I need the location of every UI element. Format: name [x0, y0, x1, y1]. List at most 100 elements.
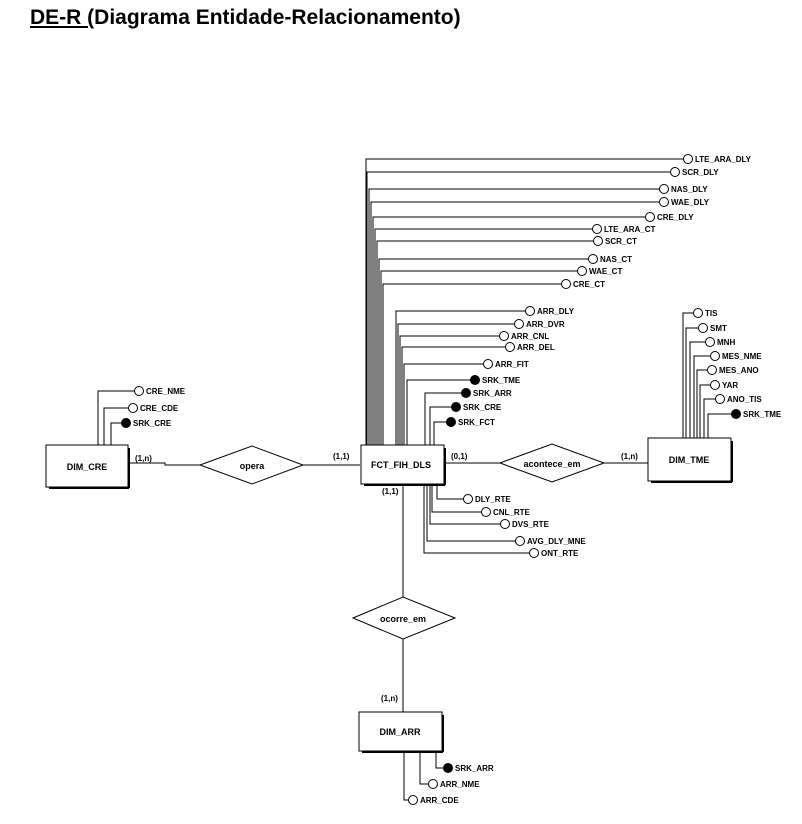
- attribute-label: ANO_TIS: [727, 395, 762, 404]
- attribute-icon: [529, 548, 539, 558]
- attribute-tis[interactable]: TIS: [693, 308, 719, 319]
- attribute-icon: [710, 380, 720, 390]
- attribute-srk-cre[interactable]: SRK_CRE: [121, 418, 172, 429]
- attribute-connector: [685, 327, 699, 438]
- attribute-connector: [370, 201, 660, 445]
- attribute-label: SRK_ARR: [473, 389, 512, 398]
- attribute-mes-ano[interactable]: MES_ANO: [707, 365, 759, 376]
- attribute-connector: [423, 485, 530, 554]
- attribute-srk-arr[interactable]: SRK_ARR: [461, 388, 512, 399]
- attribute-lte-ara-dly[interactable]: LTE_ARA_DLY: [683, 154, 752, 165]
- attribute-group: LTE_ARA_DLY SCR_DLY NAS_DLY WAE_DLY CRE_DLYL…: [121, 154, 782, 806]
- attribute-dly-rte[interactable]: DLY_RTE: [463, 494, 512, 505]
- attribute-connector: [431, 485, 482, 513]
- attribute-srk-fct[interactable]: SRK_FCT: [446, 417, 496, 428]
- attribute-yar[interactable]: YAR: [710, 380, 739, 391]
- attribute-arr-del[interactable]: ARR_DEL: [505, 342, 555, 353]
- key-attribute-icon: [731, 409, 741, 419]
- attribute-scr-ct[interactable]: SCR_CT: [593, 236, 638, 247]
- attribute-ano-tis[interactable]: ANO_TIS: [715, 394, 763, 405]
- key-attribute-icon: [451, 402, 461, 412]
- entity-dim-arr[interactable]: DIM_ARR: [358, 711, 444, 753]
- attribute-icon: [134, 386, 144, 396]
- attribute-arr-cde[interactable]: ARR_CDE: [408, 795, 460, 806]
- attribute-connector: [395, 310, 526, 445]
- key-attribute-icon: [461, 388, 471, 398]
- relationship-opera[interactable]: opera: [198, 445, 305, 485]
- attribute-connector: [380, 270, 578, 445]
- attribute-label: SRK_TME: [743, 410, 782, 419]
- attribute-label: SCR_DLY: [682, 168, 719, 177]
- attribute-label: YAR: [722, 381, 738, 390]
- attribute-icon: [463, 494, 473, 504]
- attribute-connector: [433, 421, 447, 445]
- attribute-arr-fit[interactable]: ARR_FIT: [483, 359, 529, 370]
- entity-label: DIM_CRE: [67, 462, 108, 472]
- attribute-cre-dly[interactable]: CRE_DLY: [645, 212, 695, 223]
- attribute-label: SRK_CRE: [133, 419, 172, 428]
- attribute-connector: [435, 752, 444, 769]
- attribute-ont-rte[interactable]: ONT_RTE: [529, 548, 580, 559]
- attribute-arr-nme[interactable]: ARR_NME: [428, 779, 481, 790]
- attribute-lte-ara-ct[interactable]: LTE_ARA_CT: [592, 224, 656, 235]
- attribute-scr-dly[interactable]: SCR_DLY: [670, 167, 720, 178]
- attribute-icon: [698, 323, 708, 333]
- attribute-wae-dly[interactable]: WAE_DLY: [659, 197, 710, 208]
- attribute-mes-nme[interactable]: MES_NME: [710, 351, 763, 362]
- attribute-srk-tme[interactable]: SRK_TME: [470, 375, 521, 386]
- attribute-avg-dly-mne[interactable]: AVG_DLY_MNE: [515, 536, 587, 547]
- attribute-connector: [403, 752, 409, 801]
- attribute-icon: [710, 351, 720, 361]
- key-attribute-icon: [443, 763, 453, 773]
- attribute-connector: [368, 188, 660, 445]
- cardinality-acontece-fct: (0,1): [451, 452, 468, 461]
- attribute-label: SCR_CT: [605, 237, 637, 246]
- attribute-label: ARR_CDE: [420, 796, 459, 805]
- relationship-label: opera: [240, 461, 266, 471]
- attribute-label: AVG_DLY_MNE: [527, 537, 586, 546]
- attribute-cre-cde[interactable]: CRE_CDE: [128, 403, 179, 414]
- attribute-nas-dly[interactable]: NAS_DLY: [659, 184, 709, 195]
- key-attribute-icon: [446, 417, 456, 427]
- attribute-label: ARR_DEL: [517, 343, 555, 352]
- attribute-label: LTE_ARA_DLY: [695, 155, 752, 164]
- attribute-mnh[interactable]: MNH: [705, 337, 736, 348]
- attribute-label: DVS_RTE: [512, 520, 550, 529]
- attribute-connector: [436, 485, 464, 500]
- key-attribute-icon: [121, 418, 131, 428]
- attribute-label: CRE_NME: [146, 387, 186, 396]
- attribute-connector: [103, 407, 129, 445]
- attribute-icon: [505, 342, 515, 352]
- entity-dim-cre[interactable]: DIM_CRE: [45, 444, 130, 489]
- attribute-label: CNL_RTE: [493, 508, 531, 517]
- attribute-dvs-rte[interactable]: DVS_RTE: [500, 519, 550, 530]
- attribute-connector: [376, 240, 594, 445]
- attribute-icon: [683, 154, 693, 164]
- attribute-srk-cre[interactable]: SRK_CRE: [451, 402, 502, 413]
- attribute-label: MES_ANO: [719, 366, 759, 375]
- attribute-icon: [481, 507, 491, 517]
- attribute-icon: [670, 167, 680, 177]
- attribute-icon: [525, 306, 535, 316]
- attribute-arr-dly[interactable]: ARR_DLY: [525, 306, 575, 317]
- attribute-nas-ct[interactable]: NAS_CT: [588, 254, 633, 265]
- cardinality-ocorre-arr: (1,n): [381, 694, 398, 703]
- attribute-cre-ct[interactable]: CRE_CT: [561, 279, 606, 290]
- attribute-arr-cnl[interactable]: ARR_CNL: [499, 331, 550, 342]
- relationship-ocorre-em[interactable]: ocorre_em: [351, 596, 457, 640]
- attribute-icon: [693, 308, 703, 318]
- attribute-wae-ct[interactable]: WAE_CT: [577, 266, 623, 277]
- cardinality-opera-cre: (1,n): [135, 454, 152, 463]
- entity-dim-tme[interactable]: DIM_TME: [647, 437, 733, 483]
- attribute-cre-nme[interactable]: CRE_NME: [134, 386, 186, 397]
- attribute-connector: [429, 485, 501, 525]
- attribute-srk-arr[interactable]: SRK_ARR: [443, 763, 494, 774]
- attribute-icon: [715, 394, 725, 404]
- attribute-srk-tme[interactable]: SRK_TME: [731, 409, 782, 420]
- attribute-arr-dvr[interactable]: ARR_DVR: [514, 319, 565, 330]
- attribute-smt[interactable]: SMT: [698, 323, 728, 334]
- attribute-cnl-rte[interactable]: CNL_RTE: [481, 507, 531, 518]
- relationship-acontece-em[interactable]: acontece_em: [498, 443, 606, 483]
- entity-fct-fih-dls[interactable]: FCT_FIH_DLS: [360, 444, 446, 486]
